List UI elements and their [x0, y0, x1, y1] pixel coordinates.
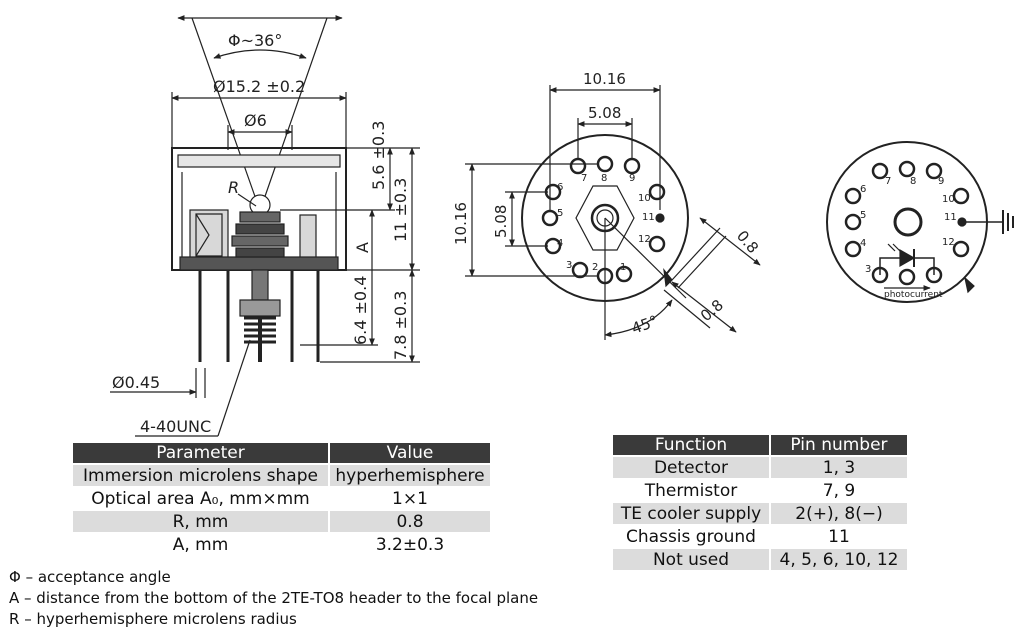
dim-5-6: 5.6 ±0.3 [369, 121, 388, 190]
pin-view-labels: 10.16 5.08 10.16 5.08 0.8 0.8 45° 1 2 3 … [452, 70, 762, 338]
parameter-cell: Optical area A₀, mm×mm [73, 488, 328, 509]
pin-label-3: 3 [566, 260, 572, 271]
pin-number-cell: 7, 9 [771, 480, 907, 501]
dim-5-08-top: 5.08 [588, 104, 621, 122]
parameter-cell: Immersion microlens shape [73, 465, 328, 486]
sch-pin-12: 12 [942, 237, 955, 248]
parameter-table: Parameter Value Immersion microlens shap… [71, 441, 492, 557]
sch-pin-6: 6 [860, 184, 866, 195]
pin-number-cell: 11 [771, 526, 907, 547]
value-header: Value [330, 443, 490, 463]
table-row: A, mm 3.2±0.3 [73, 534, 490, 555]
value-cell: 1×1 [330, 488, 490, 509]
pin-table-header: Function Pin number [613, 435, 907, 455]
table-row: R, mm 0.8 [73, 511, 490, 532]
pin-label-7: 7 [581, 173, 587, 184]
function-cell: Chassis ground [613, 526, 769, 547]
dim-7-8: 7.8 ±0.3 [391, 291, 410, 360]
legend: Φ – acceptance angle A – distance from t… [9, 567, 538, 630]
pin-view [465, 85, 761, 340]
value-cell: 0.8 [330, 511, 490, 532]
parameter-header: Parameter [73, 443, 328, 463]
table-row: Optical area A₀, mm×mm 1×1 [73, 488, 490, 509]
dim-10-16-left: 10.16 [452, 202, 470, 245]
pin-number-cell: 1, 3 [771, 457, 907, 478]
sch-pin-9: 9 [938, 176, 944, 187]
value-cell: 3.2±0.3 [330, 534, 490, 555]
pin-label-12: 12 [638, 234, 651, 245]
legend-item-r: R – hyperhemisphere microlens radius [9, 610, 297, 628]
function-cell: Detector [613, 457, 769, 478]
function-cell: Not used [613, 549, 769, 570]
pin-number-cell: 4, 5, 6, 10, 12 [771, 549, 907, 570]
sch-pin-10: 10 [942, 194, 955, 205]
photocurrent-label: photocurrent [884, 290, 943, 300]
pin-number-cell: 2(+), 8(−) [771, 503, 907, 524]
dia-15-label: Ø15.2 ±0.2 [213, 77, 305, 96]
parameter-cell: R, mm [73, 511, 328, 532]
side-view-labels: Φ~36° Ø15.2 ±0.2 Ø6 R A 5.6 ±0.3 11 ±0.3… [112, 31, 410, 436]
table-row: Immersion microlens shape hyperhemispher… [73, 465, 490, 486]
r-label: R [228, 178, 239, 197]
side-view [110, 15, 420, 437]
a-label: A [353, 242, 372, 253]
pin-label-5: 5 [557, 208, 563, 219]
sch-pin-8: 8 [910, 176, 916, 187]
thread-label: 4-40UNC [140, 417, 211, 436]
value-cell: hyperhemisphere [330, 465, 490, 486]
pin-label-4: 4 [557, 238, 563, 249]
legend-item-phi: Φ – acceptance angle [9, 568, 171, 586]
table-row: Chassis ground 11 [613, 526, 907, 547]
sch-pin-3: 3 [865, 264, 871, 275]
dim-11: 11 ±0.3 [391, 178, 410, 242]
parameter-table-header: Parameter Value [73, 443, 490, 463]
function-cell: TE cooler supply [613, 503, 769, 524]
dia-6-label: Ø6 [244, 111, 267, 130]
function-cell: Thermistor [613, 480, 769, 501]
pin-function-table: Function Pin number Detector 1, 3 Thermi… [611, 433, 909, 572]
table-row: Thermistor 7, 9 [613, 480, 907, 501]
angle-label: Φ~36° [228, 31, 282, 50]
table-row: Detector 1, 3 [613, 457, 907, 478]
schematic-labels: 3 4 5 6 7 8 9 10 11 12 photocurrent [860, 176, 957, 300]
pin-label-9: 9 [629, 173, 635, 184]
parameter-cell: A, mm [73, 534, 328, 555]
pin-label-8: 8 [601, 173, 607, 184]
schematic-view [826, 141, 1014, 303]
table-row: Not used 4, 5, 6, 10, 12 [613, 549, 907, 570]
sch-pin-7: 7 [885, 176, 891, 187]
pin-label-2: 2 [592, 262, 598, 273]
pin-label-11: 11 [642, 212, 655, 223]
dim-6-4: 6.4 ±0.4 [351, 276, 370, 345]
function-header: Function [613, 435, 769, 455]
dim-0-8-a: 0.8 [733, 227, 762, 257]
table-row: TE cooler supply 2(+), 8(−) [613, 503, 907, 524]
pin-label-1: 1 [620, 262, 626, 273]
dia-pin-label: Ø0.45 [112, 373, 160, 392]
pin-label-6: 6 [557, 182, 563, 193]
dim-10-16-top: 10.16 [583, 70, 626, 88]
sch-pin-5: 5 [860, 210, 866, 221]
pin-label-10: 10 [638, 193, 651, 204]
legend-item-a: A – distance from the bottom of the 2TE-… [9, 589, 539, 607]
pin-number-header: Pin number [771, 435, 907, 455]
sch-pin-4: 4 [860, 238, 866, 249]
angle-45: 45° [629, 312, 660, 338]
sch-pin-11: 11 [944, 212, 957, 223]
dim-5-08-left: 5.08 [492, 205, 510, 238]
